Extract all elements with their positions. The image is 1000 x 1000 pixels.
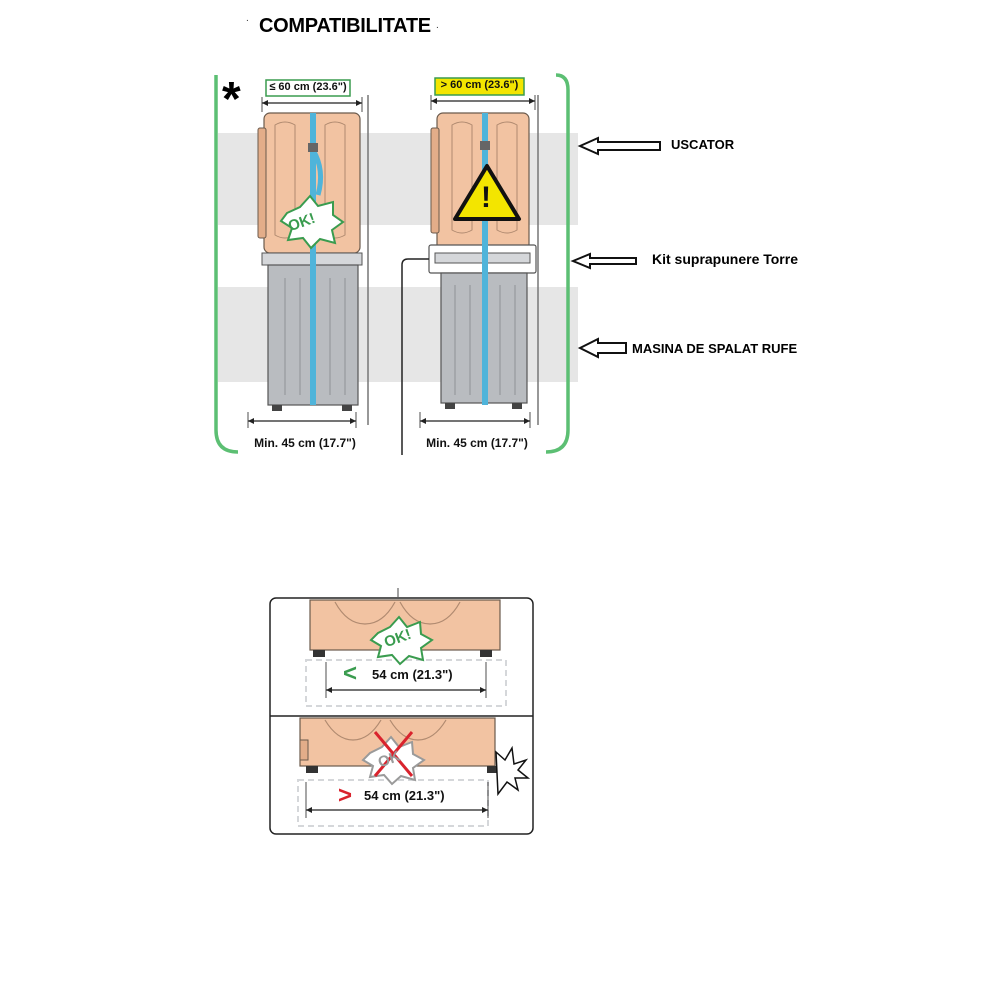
washer-label: MASINA DE SPALAT RUFE bbox=[632, 341, 798, 356]
detail-ok bbox=[305, 599, 507, 707]
right-top-dimension-box bbox=[434, 77, 525, 96]
left-stack bbox=[247, 79, 363, 428]
right-top-dimension: > 60 cm (23.6") bbox=[440, 79, 519, 91]
ok-badge bbox=[369, 615, 434, 666]
greater-than-sign: > bbox=[338, 782, 353, 809]
right-bottom-dimension: Min. 45 cm (17.7") bbox=[426, 436, 528, 450]
dryer-arrow bbox=[577, 136, 661, 156]
kit-label: Kit suprapunere Torre bbox=[652, 251, 798, 267]
washer-arrow bbox=[577, 337, 627, 359]
detail-not-ok-dimension: 54 cm (21.3") bbox=[362, 788, 447, 803]
detail-not-ok bbox=[297, 717, 531, 827]
page-title: COMPATIBILITATE bbox=[259, 15, 431, 37]
right-stack bbox=[401, 77, 537, 455]
impact-burst-icon bbox=[495, 745, 531, 797]
asterisk-mark: * bbox=[222, 73, 241, 126]
warning-icon bbox=[453, 164, 521, 221]
frame-left-edge bbox=[214, 75, 239, 454]
bottom-panel bbox=[269, 588, 534, 835]
top-panel bbox=[214, 73, 661, 455]
warning-mark: ! bbox=[481, 181, 491, 214]
kit-leader-line bbox=[401, 258, 429, 455]
frame-right-edge bbox=[545, 73, 570, 454]
left-top-dimension-box bbox=[265, 79, 351, 97]
left-bottom-dimension: Min. 45 cm (17.7") bbox=[254, 436, 356, 450]
ok-badge bbox=[279, 194, 345, 250]
detail-ok-dimension: 54 cm (21.3") bbox=[370, 667, 455, 682]
less-than-sign: < bbox=[343, 660, 358, 687]
left-top-dimension: ≤ 60 cm (23.6") bbox=[269, 81, 347, 93]
dryer-label: USCATOR bbox=[671, 137, 735, 152]
callout-arrows bbox=[570, 136, 661, 359]
kit-arrow bbox=[570, 252, 637, 270]
